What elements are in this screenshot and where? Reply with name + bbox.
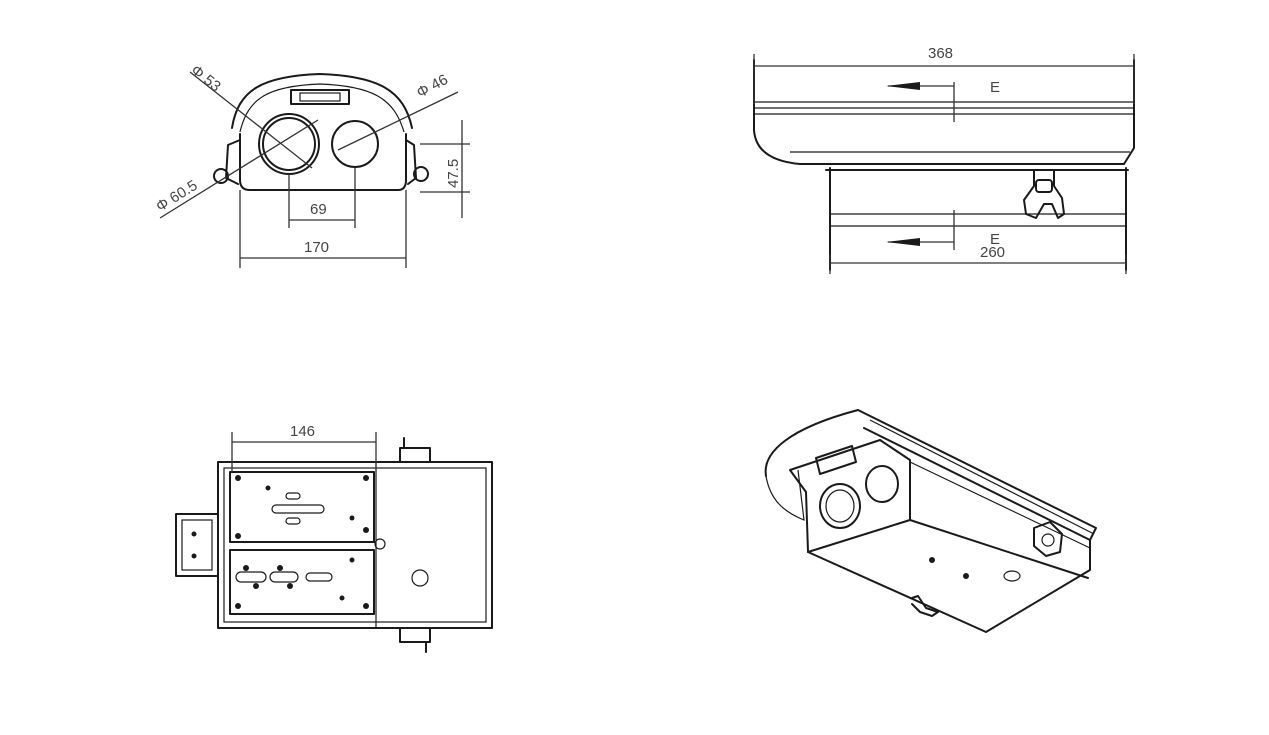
- top-side-bracket: [175, 513, 219, 577]
- top-plate-upper: [229, 471, 375, 543]
- front-hood-inner: [239, 83, 405, 133]
- top-length-dim: 146: [290, 423, 315, 440]
- isometric-view: [764, 409, 1097, 633]
- side-shield: [753, 59, 1135, 165]
- side-section-label-top: E: [990, 79, 1000, 96]
- front-height-dim: 47.5: [445, 159, 462, 188]
- side-mount-bracket: [1023, 169, 1065, 219]
- top-ear-upper: [399, 447, 431, 463]
- front-lens-large: [258, 113, 320, 175]
- iso-side-mount: [1033, 521, 1063, 557]
- front-body: [239, 133, 407, 191]
- front-diameter-46: Φ 46: [414, 71, 451, 101]
- front-right-ear: [405, 139, 417, 185]
- top-ear-lower: [399, 627, 431, 643]
- iso-hood: [764, 409, 1097, 541]
- front-left-ear: [225, 139, 241, 185]
- front-hood: [231, 73, 413, 129]
- front-top-bracket: [290, 89, 350, 105]
- front-lens-small: [331, 120, 379, 168]
- front-width-dim: 170: [304, 239, 329, 256]
- top-outer-frame: [217, 461, 493, 629]
- side-bottom-length: 260: [980, 244, 1005, 261]
- top-view: 146: [175, 423, 493, 653]
- side-section-label-bottom: E: [990, 231, 1000, 248]
- front-spacing-dim: 69: [310, 201, 327, 218]
- iso-front-face: [789, 439, 911, 553]
- iso-lower-ear: [911, 595, 939, 617]
- front-right-lug: [413, 166, 429, 182]
- iso-lens-small: [865, 465, 899, 503]
- front-diameter-53: Φ 53: [188, 62, 224, 96]
- front-view: Φ 53 Φ 46 Φ 60.5 47.5 69 170: [153, 62, 470, 268]
- front-lens-large-inner: [262, 117, 316, 171]
- iso-lens-large: [819, 483, 861, 529]
- side-top-length: 368: [928, 45, 953, 62]
- side-view: 368 E E 260: [753, 45, 1135, 274]
- iso-body: [807, 519, 1091, 633]
- top-plate-lower: [229, 549, 375, 615]
- side-housing: [829, 167, 1127, 271]
- iso-top-bracket: [815, 445, 857, 475]
- front-diameter-60-5: Φ 60.5: [153, 177, 200, 215]
